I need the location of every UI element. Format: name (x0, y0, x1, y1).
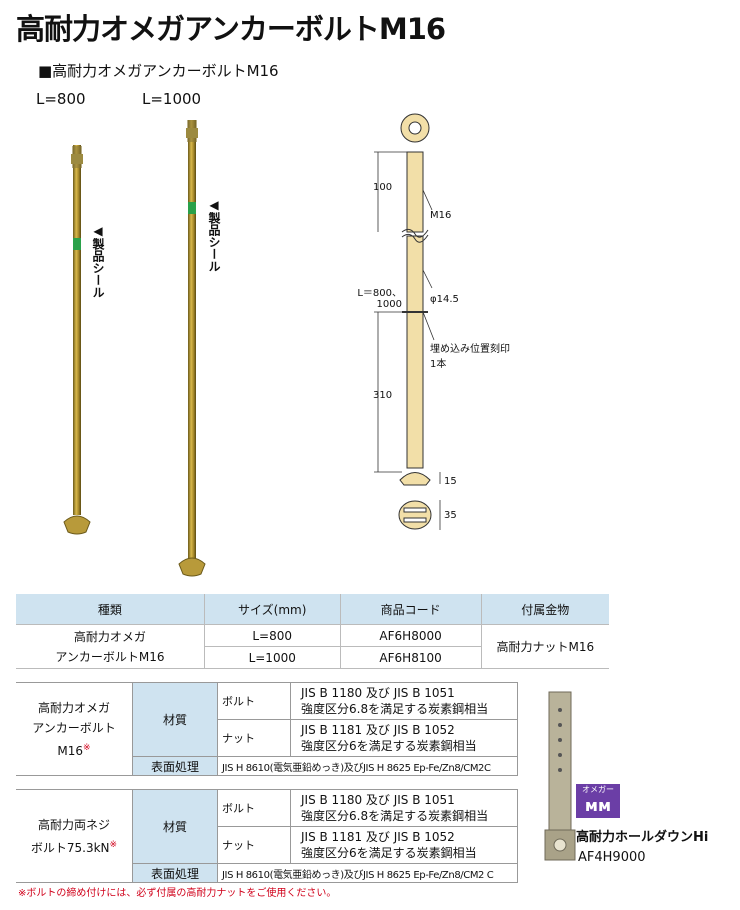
holddown-code: AF4H9000 (578, 850, 646, 865)
dim-100: 100 (373, 182, 393, 193)
surface-standard: JIS H 8610(電気亜鉛めっき)及びJIS H 8625 Ep-Fe/Zn… (217, 863, 518, 883)
code-cell: AF6H8000 (339, 624, 482, 647)
bolt-drawing (374, 113, 441, 530)
material-label: 材質 (132, 682, 218, 757)
accessory-cell: 高耐力ナットM16 (480, 624, 609, 669)
size-cell: L=1000 (203, 646, 341, 669)
header-accessory: 付属金物 (480, 594, 609, 625)
omega-logo: オメガー ᴍᴍ (576, 784, 620, 818)
page-title: 高耐力オメガアンカーボルトM16 (16, 12, 446, 46)
bolt-800-image (63, 145, 91, 535)
dim-310: 310 (373, 390, 393, 401)
surface-label: 表面処理 (132, 756, 218, 776)
material-label: 材質 (132, 789, 218, 864)
bolt-1000-image (178, 120, 206, 577)
seal-label-1000: ◀製品シール (207, 198, 221, 272)
table-row: 高耐力オメガ アンカーボルトM16 L=800 AF6H8000 高耐力ナットM… (16, 624, 609, 669)
nut-standard: JIS B 1181 及び JIS B 1052 強度区分6を満足する炭素鋼相当 (290, 719, 518, 757)
bolt-label: ボルト (217, 682, 291, 720)
table-header-row: 種類 サイズ(mm) 商品コード 付属金物 (16, 594, 609, 625)
table-row: L=1000 AF6H8100 (16, 646, 609, 669)
holddown-image (544, 691, 576, 861)
size-cell: L=800 (203, 624, 341, 647)
section-title: ■高耐力オメガアンカーボルトM16 (38, 62, 279, 80)
holddown-name: 高耐力ホールダウンHi (576, 830, 709, 845)
spec-table-anchor-bolt: 高耐力オメガ アンカーボルト M16※ 材質 ボルト JIS B 1180 及び… (16, 682, 518, 776)
bolt-standard: JIS B 1180 及び JIS B 1051 強度区分6.8を満足する炭素鋼… (290, 789, 518, 827)
nut-label: ナット (217, 719, 291, 757)
length-label-800: L=800 (36, 90, 86, 108)
dim-length: L＝800、 1000 (357, 288, 402, 310)
bolt-standard: JIS B 1180 及び JIS B 1051 強度区分6.8を満足する炭素鋼… (290, 682, 518, 720)
spec-table-double-bolt: 高耐力両ネジ ボルト75.3kN※ 材質 ボルト JIS B 1180 及び J… (16, 789, 518, 883)
surface-standard: JIS H 8610(電気亜鉛めっき)及びJIS H 8625 Ep-Fe/Zn… (217, 756, 518, 776)
code-cell: AF6H8100 (339, 646, 482, 669)
embed-mark-label: 埋め込み位置刻印 1本 (430, 344, 510, 370)
header-type: 種類 (16, 594, 205, 625)
asterisk-mark: ※ (109, 839, 118, 850)
header-code: 商品コード (339, 594, 482, 625)
asterisk-mark: ※ (83, 742, 91, 753)
spec-product-name: 高耐力オメガ アンカーボルト M16※ (16, 682, 133, 776)
thread-m16-label: M16 (430, 210, 452, 221)
diameter-label: φ14.5 (430, 294, 459, 305)
nut-label: ナット (217, 826, 291, 864)
nut-standard: JIS B 1181 及び JIS B 1052 強度区分6を満足する炭素鋼相当 (290, 826, 518, 864)
seal-label-800: ◀製品シール (91, 224, 105, 298)
bolt-photos (63, 120, 206, 577)
surface-label: 表面処理 (132, 863, 218, 883)
length-label-1000: L=1000 (142, 90, 202, 108)
header-size: サイズ(mm) (203, 594, 341, 625)
spec-product-name: 高耐力両ネジ ボルト75.3kN※ (16, 789, 133, 883)
dim-15: 15 (444, 476, 457, 487)
usage-note: ※ボルトの締め付けには、必ず付属の高耐力ナットをご使用ください。 (18, 888, 337, 899)
product-name-cell: 高耐力オメガ アンカーボルトM16 (16, 624, 205, 669)
bolt-label: ボルト (217, 789, 291, 827)
omega-logo-mark: ᴍᴍ (584, 796, 612, 815)
product-table: 種類 サイズ(mm) 商品コード 付属金物 高耐力オメガ アンカーボルトM16 … (16, 594, 609, 669)
dim-35: 35 (444, 510, 457, 521)
